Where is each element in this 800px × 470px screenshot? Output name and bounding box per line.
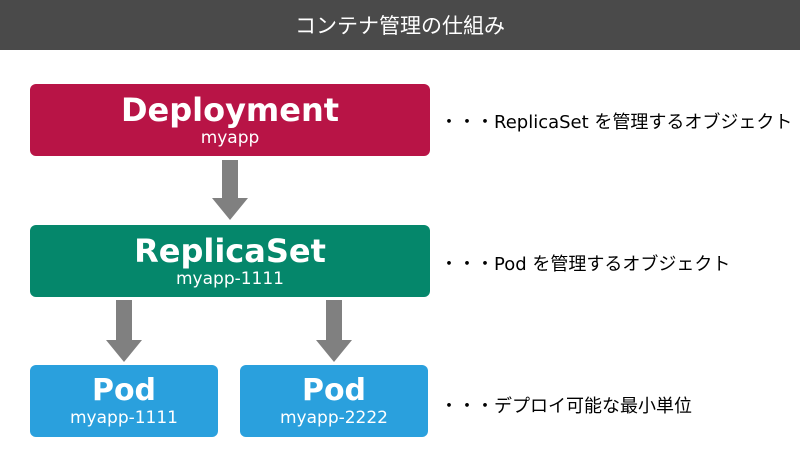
replicaset-box: ReplicaSet myapp-1111 bbox=[30, 225, 430, 297]
pod-box: Pod myapp-2222 bbox=[240, 365, 428, 437]
deployment-name: myapp bbox=[200, 127, 260, 148]
arrow-deployment-to-replicaset bbox=[212, 160, 248, 220]
pod-description: ・・・デプロイ可能な最小単位 bbox=[440, 396, 692, 417]
deployment-description: ・・・ReplicaSet を管理するオブジェクト bbox=[440, 112, 793, 133]
deployment-box: Deployment myapp bbox=[30, 84, 430, 156]
pod-title: Pod bbox=[301, 372, 367, 408]
pod-box: Pod myapp-1111 bbox=[30, 365, 218, 437]
pod-name: myapp-2222 bbox=[279, 407, 389, 428]
deployment-title: Deployment bbox=[120, 90, 340, 129]
arrow-replicaset-to-pod-2 bbox=[316, 300, 352, 362]
header-bar: コンテナ管理の仕組み bbox=[0, 0, 800, 50]
arrow-replicaset-to-pod-1 bbox=[106, 300, 142, 362]
replicaset-description: ・・・Pod を管理するオブジェクト bbox=[440, 254, 731, 275]
pod-name: myapp-1111 bbox=[69, 407, 179, 428]
page-title: コンテナ管理の仕組み bbox=[295, 14, 505, 38]
replicaset-title: ReplicaSet bbox=[134, 231, 326, 270]
pod-title: Pod bbox=[91, 372, 157, 408]
replicaset-name: myapp-1111 bbox=[175, 268, 285, 289]
